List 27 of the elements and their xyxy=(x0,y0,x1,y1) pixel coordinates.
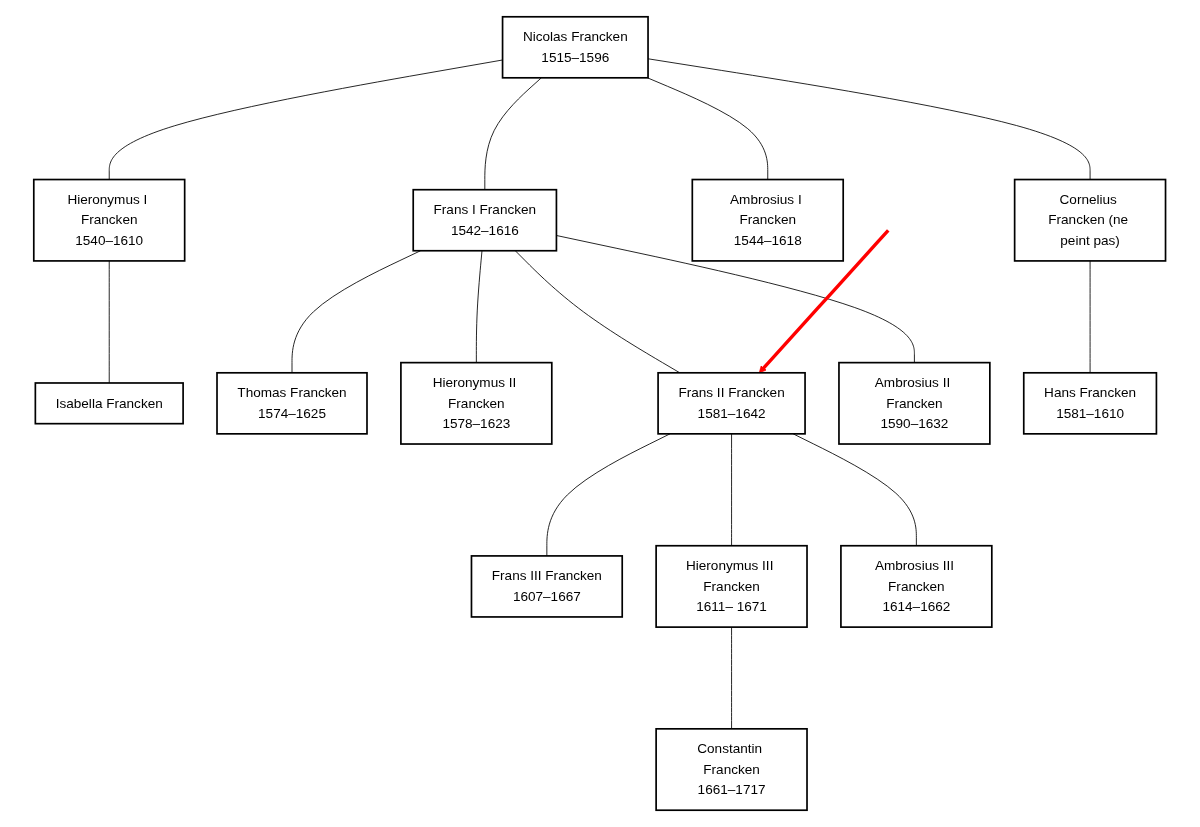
person-box: Hans Francken 1581–1610 xyxy=(1023,371,1158,435)
connector-line xyxy=(515,250,681,374)
arrow xyxy=(759,229,890,374)
connector-line xyxy=(793,433,918,547)
person-box: Frans III Francken 1607–1667 xyxy=(470,555,624,618)
connector-line xyxy=(109,260,110,384)
person-box: Constantin Francken 1661–1717 xyxy=(655,728,809,812)
person-box: Hieronymus III Francken 1611– 1671 xyxy=(655,544,809,628)
connector-line xyxy=(556,235,916,364)
connector-line xyxy=(731,433,733,547)
person-box: Frans II Francken 1581–1642 xyxy=(657,371,807,435)
connector-line xyxy=(476,250,483,364)
connector-line xyxy=(1090,260,1091,374)
person-box: Hieronymus I Francken 1540–1610 xyxy=(33,178,186,262)
person-box: Ambrosius I Francken 1544–1618 xyxy=(691,178,845,262)
person-box: Cornelius Francken (ne peint pas) xyxy=(1014,178,1167,262)
connector-line xyxy=(484,77,543,191)
person-box: Ambrosius III Francken 1614–1662 xyxy=(840,544,993,628)
person-box: Thomas Francken 1574–1625 xyxy=(216,371,369,435)
person-box: Ambrosius II Francken 1590–1632 xyxy=(838,361,992,445)
connector-line xyxy=(647,77,769,180)
person-box: Isabella Francken xyxy=(34,382,185,425)
person-box: Frans I Francken 1542–1616 xyxy=(412,188,558,252)
connector-line xyxy=(546,433,671,557)
connector-line xyxy=(731,626,733,730)
person-box: Nicolas Francken 1515–1596 xyxy=(502,15,650,79)
person-box: Hieronymus II Francken 1578–1623 xyxy=(400,361,553,445)
